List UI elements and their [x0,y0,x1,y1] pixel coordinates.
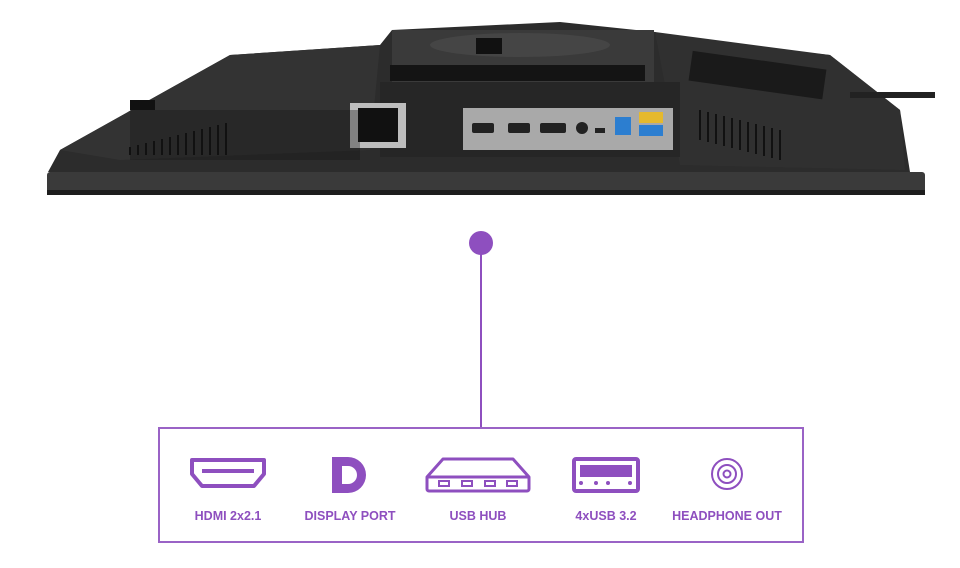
port-usb-hub: USB HUB [413,429,543,541]
headphone-jack-icon [711,458,743,490]
port-label: HDMI 2x2.1 [194,509,262,523]
port-label: DISPLAY PORT [304,509,396,523]
displayport-icon [332,457,366,493]
hdmi-icon [190,458,266,488]
port-usb: 4xUSB 3.2 [541,429,671,541]
port-headphone: HEADPHONE OUT [662,429,792,541]
ports-legend: HDMI 2x2.1 DISPLAY PORT USB HUB 4xUSB 3.… [158,427,804,543]
port-label: HEADPHONE OUT [672,509,782,523]
port-displayport: DISPLAY PORT [285,429,415,541]
usb-icon [572,457,640,493]
monitor-rear-ports-image [47,22,935,195]
port-label: 4xUSB 3.2 [575,509,637,523]
callout-line [480,250,482,428]
port-label: USB HUB [449,509,507,523]
port-hdmi: HDMI 2x2.1 [163,429,293,541]
usb-hub-icon [425,457,531,493]
